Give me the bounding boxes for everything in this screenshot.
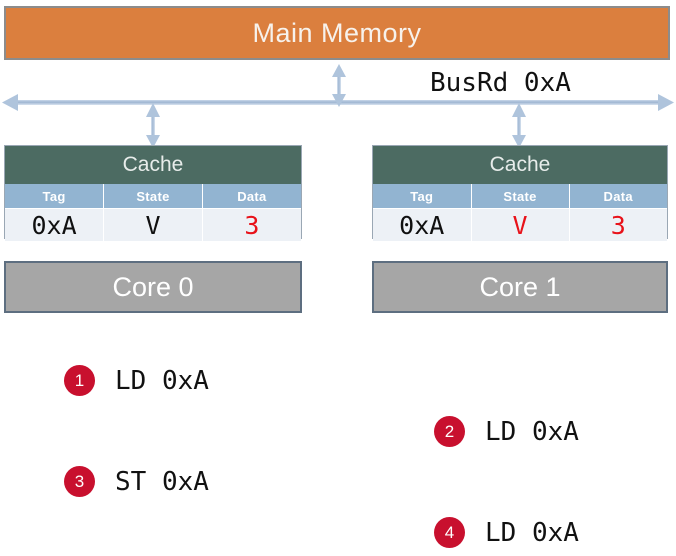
instruction-text-4: LD 0xA (485, 517, 579, 548)
instruction-step-3: 3 ST 0xA (64, 466, 209, 497)
cache-block-0: Cache Tag State Data 0xA V 3 (4, 145, 302, 241)
table-row: 0xA V 3 (373, 208, 667, 241)
cache-block-1: Cache Tag State Data 0xA V 3 (372, 145, 668, 241)
step-badge-2: 2 (434, 416, 465, 447)
main-memory-label: Main Memory (252, 17, 422, 48)
instruction-step-2: 2 LD 0xA (434, 416, 579, 447)
column-header-state: State (471, 184, 570, 209)
core-label-0: Core 0 (112, 271, 194, 302)
cache-table-1: Tag State Data 0xA V 3 (373, 184, 667, 241)
cell-data-0: 3 (202, 208, 301, 241)
step-badge-4: 4 (434, 517, 465, 548)
connector-bus-cache-0 (146, 103, 160, 148)
main-memory-block: Main Memory (4, 6, 670, 60)
cell-tag-1: 0xA (373, 208, 472, 241)
cache-title-1: Cache (373, 146, 667, 184)
table-row: 0xA V 3 (5, 208, 301, 241)
cell-data-1: 3 (569, 208, 667, 241)
cell-state-1: V (471, 208, 570, 241)
column-header-tag: Tag (373, 184, 472, 209)
column-header-data: Data (202, 184, 301, 209)
column-header-data: Data (569, 184, 667, 209)
connector-bus-cache-1 (512, 103, 526, 148)
core-block-0: Core 0 (4, 261, 302, 313)
core-block-1: Core 1 (372, 261, 668, 313)
core-label-1: Core 1 (479, 271, 561, 302)
step-badge-1: 1 (64, 365, 95, 396)
cache-table-header-row: Tag State Data (5, 184, 301, 209)
bus-interconnect (2, 64, 674, 148)
cache-table-0: Tag State Data 0xA V 3 (5, 184, 301, 241)
instruction-text-1: LD 0xA (115, 365, 209, 396)
connector-memory-bus (332, 64, 346, 107)
bus-transaction-label: BusRd 0xA (430, 68, 571, 98)
step-badge-3: 3 (64, 466, 95, 497)
cell-tag-0: 0xA (5, 208, 105, 241)
cache-title-0: Cache (5, 146, 301, 184)
cache-table-header-row: Tag State Data (373, 184, 667, 209)
column-header-tag: Tag (5, 184, 105, 209)
instruction-step-4: 4 LD 0xA (434, 517, 579, 548)
cell-state-0: V (103, 208, 203, 241)
instruction-text-2: LD 0xA (485, 416, 579, 447)
instruction-text-3: ST 0xA (115, 466, 209, 497)
column-header-state: State (103, 184, 203, 209)
instruction-step-1: 1 LD 0xA (64, 365, 209, 396)
